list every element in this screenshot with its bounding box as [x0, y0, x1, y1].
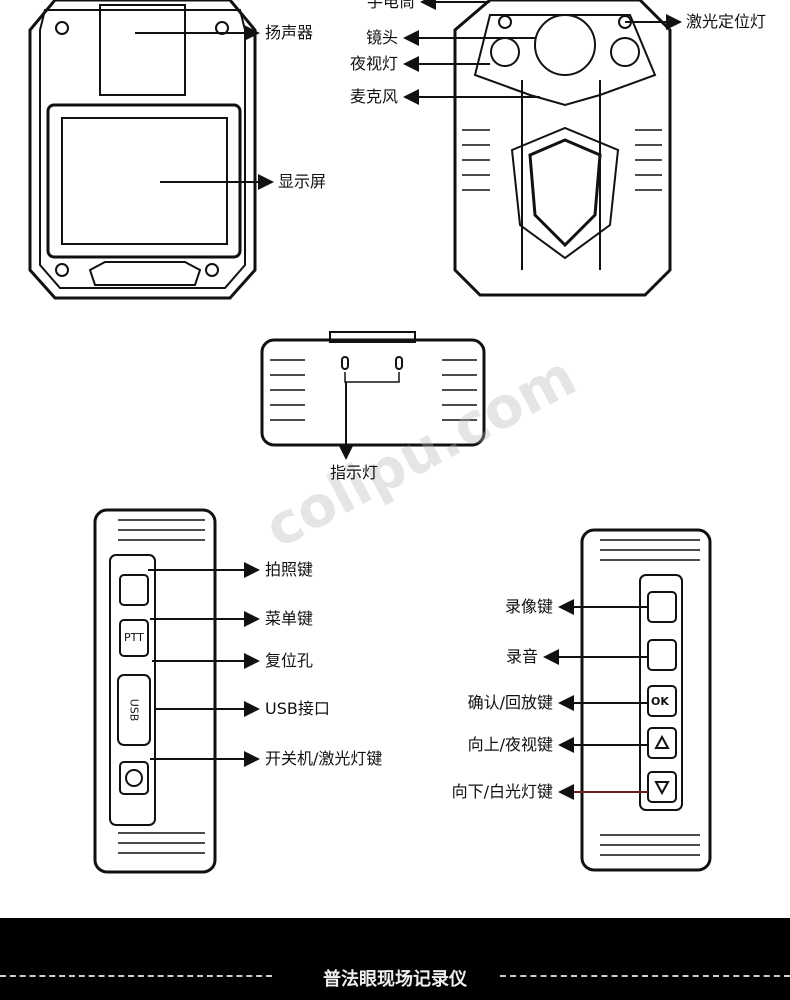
footer-dash-right: [500, 975, 790, 977]
label-photo-key: 拍照键: [265, 560, 314, 579]
label-menu-key: 菜单键: [265, 609, 314, 628]
footer-title: 普法眼现场记录仪: [323, 969, 467, 990]
label-lens: 镜头: [365, 28, 398, 47]
top-view-device: [260, 331, 486, 460]
footer-band: [0, 918, 790, 1000]
label-confirm-key: 确认/回放键: [467, 693, 553, 712]
label-video-key: 录像键: [504, 597, 553, 616]
label-power-key: 开关机/激光灯键: [265, 749, 383, 768]
label-speaker: 扬声器: [265, 23, 314, 42]
label-down-key: 向下/白光灯键: [451, 782, 553, 801]
label-laser: 激光定位灯: [686, 12, 767, 31]
label-up-key: 向上/夜视键: [467, 735, 553, 754]
label-screen: 显示屏: [278, 172, 327, 191]
front-view-device: [403, 0, 682, 297]
footer-dash-left: [0, 975, 272, 977]
usb-cover-text: USB: [127, 698, 141, 722]
left-side-device: [93, 508, 260, 874]
label-audio-key: 录音: [505, 647, 538, 666]
back-view-device: [28, 0, 274, 300]
right-side-device: [543, 528, 712, 872]
ptt-button-text: PTT: [124, 631, 144, 644]
label-reset-hole: 复位孔: [265, 651, 314, 670]
label-flashlight: 手电筒: [366, 0, 415, 11]
label-usb-port: USB接口: [265, 699, 330, 718]
label-microphone: 麦克风: [349, 87, 398, 106]
label-night-light: 夜视灯: [349, 54, 398, 73]
label-indicator: 指示灯: [330, 463, 379, 482]
device-drawings: [28, 0, 712, 874]
ok-button-text: OK: [651, 695, 669, 708]
